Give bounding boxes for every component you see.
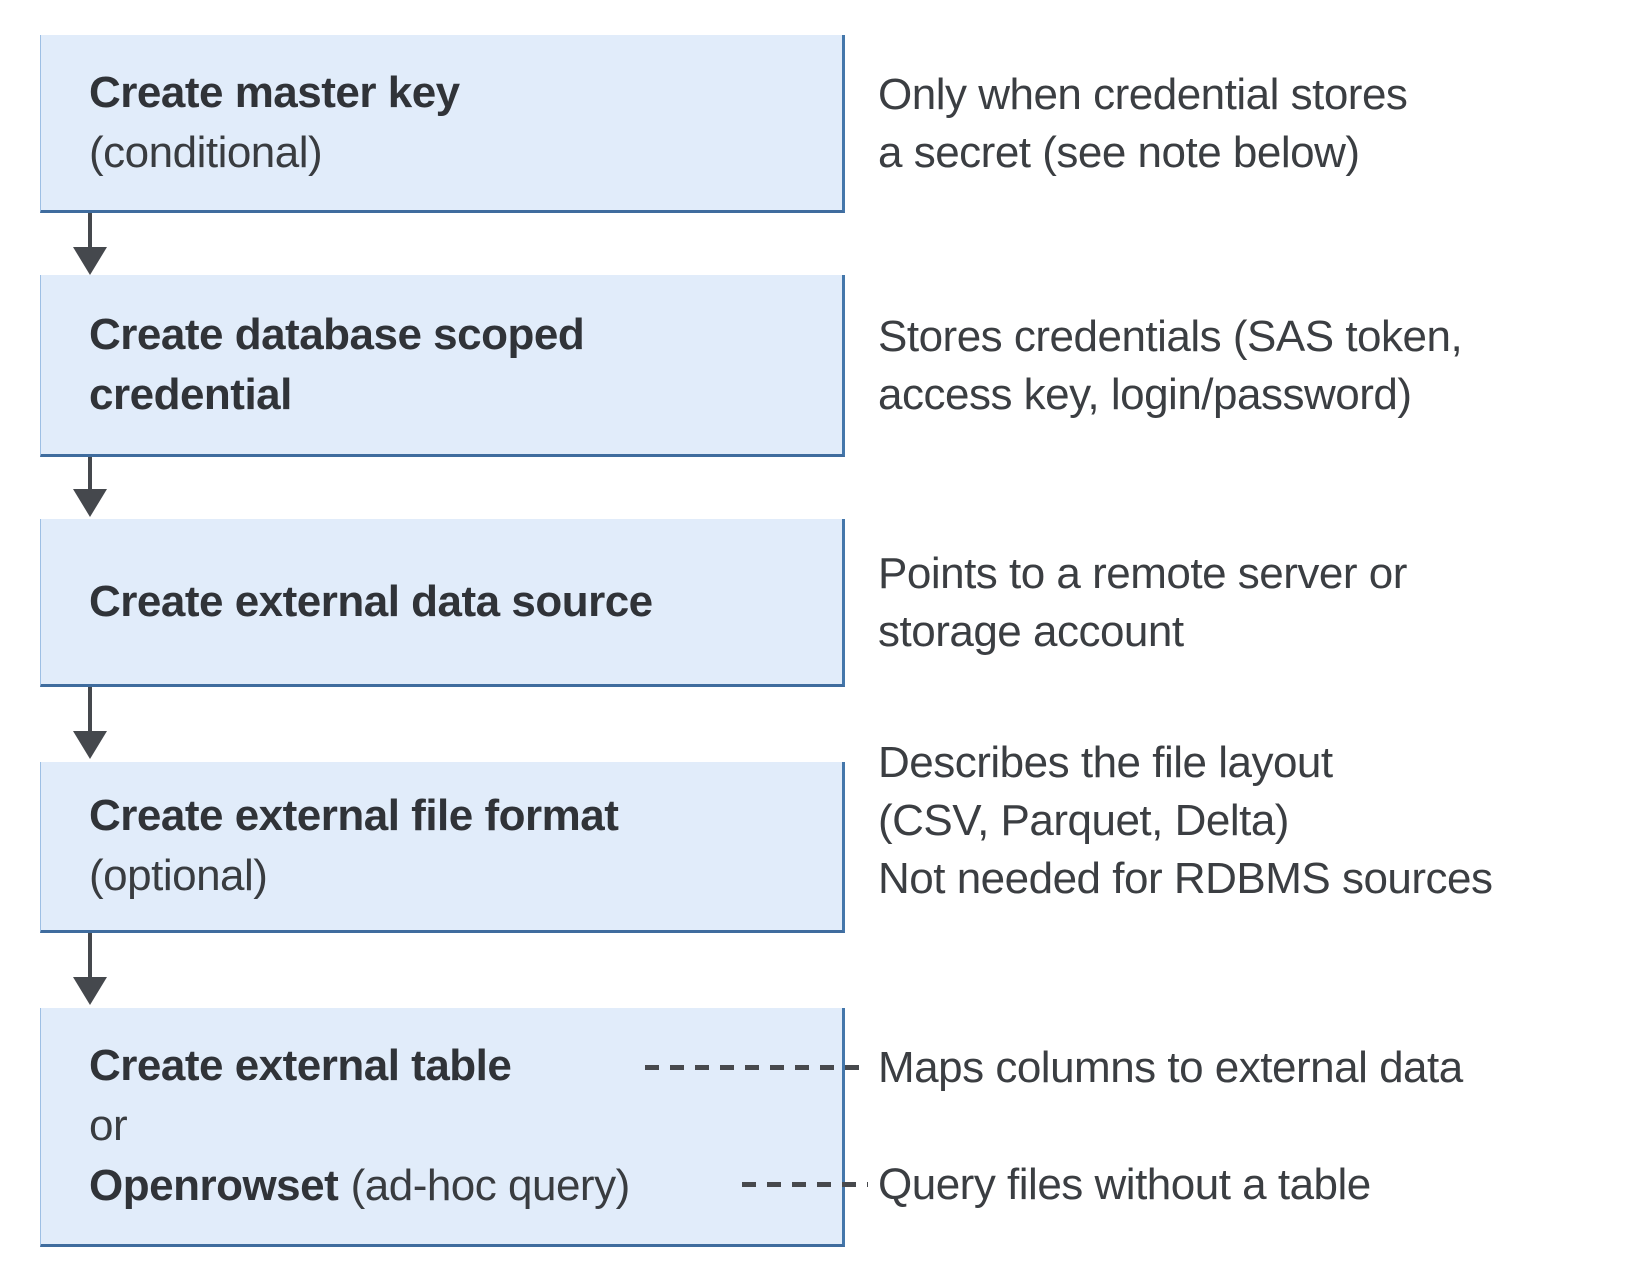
note-line: Query files without a table (878, 1160, 1371, 1209)
note-line: Describes the file layout (878, 738, 1333, 787)
step-title: Create external table (89, 1041, 512, 1090)
note-line: Stores credentials (SAS token, (878, 312, 1463, 361)
note-line: (CSV, Parquet, Delta) (878, 796, 1289, 845)
note-line: Only when credential stores (878, 70, 1408, 119)
arrow-head (73, 489, 107, 517)
note-master-key: Only when credential stores a secret (se… (878, 66, 1408, 182)
note-line: a secret (see note below) (878, 128, 1360, 177)
step-qualifier: (optional) (89, 851, 268, 900)
arrow-shaft (88, 213, 92, 249)
note-external-data-source: Points to a remote server or storage acc… (878, 545, 1407, 661)
note-line: Maps columns to external data (878, 1043, 1463, 1092)
step-title: credential (89, 369, 292, 419)
step-box-create-master-key: Create master key (conditional) (40, 35, 845, 213)
note-external-table: Maps columns to external data (878, 1039, 1463, 1097)
dashed-connector-icon (645, 1065, 868, 1070)
step-box-external-data-source: Create external data source (40, 519, 845, 687)
arrow-head (73, 731, 107, 759)
arrow-head (73, 977, 107, 1005)
step-title: Create external file format (89, 791, 619, 840)
arrow-shaft (88, 687, 92, 733)
dashed-connector-icon (742, 1182, 868, 1187)
step-qualifier: (conditional) (89, 127, 323, 177)
step-qualifier: (ad-hoc query) (350, 1161, 631, 1210)
note-openrowset: Query files without a table (878, 1156, 1371, 1214)
note-external-file-format: Describes the file layout (CSV, Parquet,… (878, 734, 1493, 908)
step-box-external-table-or-openrowset: Create external table or Openrowset(ad-h… (40, 1008, 845, 1247)
step-title: Create external data source (89, 576, 653, 626)
step-title: Create database scoped (89, 309, 585, 359)
note-line: storage account (878, 607, 1184, 656)
step-box-database-scoped-credential: Create database scoped credential (40, 275, 845, 457)
step-box-external-file-format: Create external file format (optional) (40, 762, 845, 933)
step-title: Create master key (89, 67, 460, 117)
note-line: access key, login/password) (878, 370, 1412, 419)
arrow-shaft (88, 933, 92, 979)
arrow-head (73, 247, 107, 275)
note-line: Points to a remote server or (878, 549, 1407, 598)
step-or: or (89, 1101, 128, 1150)
step-title-openrowset: Openrowset(ad-hoc query) (89, 1156, 832, 1216)
note-database-scoped-credential: Stores credentials (SAS token, access ke… (878, 308, 1463, 424)
step-title: Openrowset (89, 1161, 339, 1210)
arrow-shaft (88, 457, 92, 491)
note-line: Not needed for RDBMS sources (878, 854, 1493, 903)
